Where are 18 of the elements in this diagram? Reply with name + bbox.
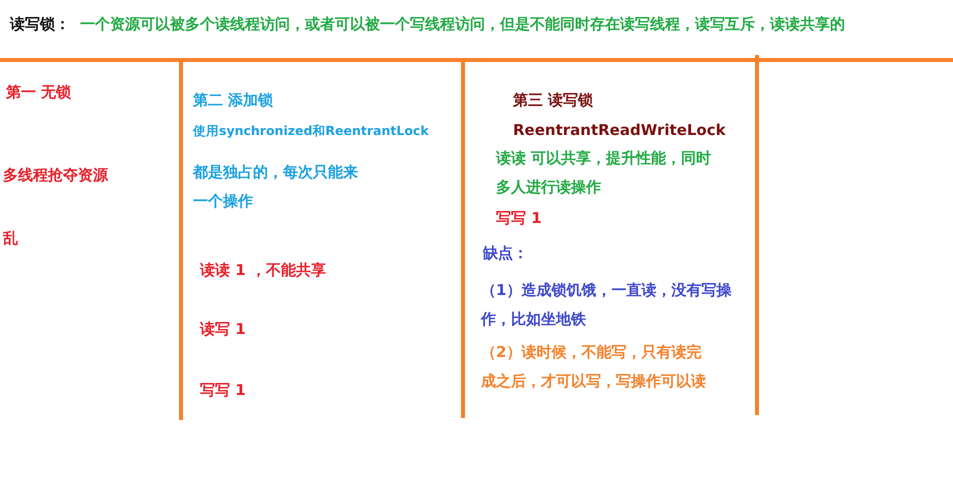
note-text: 使用synchronized和ReentrantLock	[193, 122, 429, 140]
note-text: 写写 1	[200, 380, 246, 401]
class-name: ReentrantReadWriteLock	[513, 120, 726, 141]
description-text: 一个资源可以被多个读线程访问，或者可以被一个写线程访问，但是不能同时存在读写线程，读写互斥，读读共享的	[80, 14, 845, 35]
heading: 读写锁：	[10, 14, 70, 35]
note-text: 多线程抢夺资源	[3, 165, 108, 186]
column-heading: 第一 无锁	[6, 82, 72, 103]
note-text: （1）造成锁饥饿，一直读，没有写操作，比如坐地铁	[481, 280, 732, 330]
note-text: 乱	[3, 228, 18, 249]
note-text: 读写 1	[200, 319, 246, 340]
note-text: 写写 1	[496, 208, 542, 229]
note-text: 都是独占的，每次只能来一个操作	[193, 162, 358, 212]
column-heading: 第三 读写锁	[513, 90, 594, 111]
section-heading: 缺点：	[483, 243, 528, 264]
note-text: （2）读时候，不能写，只有读完成之后，才可以写，写操作可以读	[481, 342, 707, 392]
column-heading: 第二 添加锁	[193, 90, 274, 111]
note-text: 读读 可以共享，提升性能，同时多人进行读操作	[496, 148, 712, 198]
note-text: 读读 1 ，不能共享	[200, 260, 326, 281]
